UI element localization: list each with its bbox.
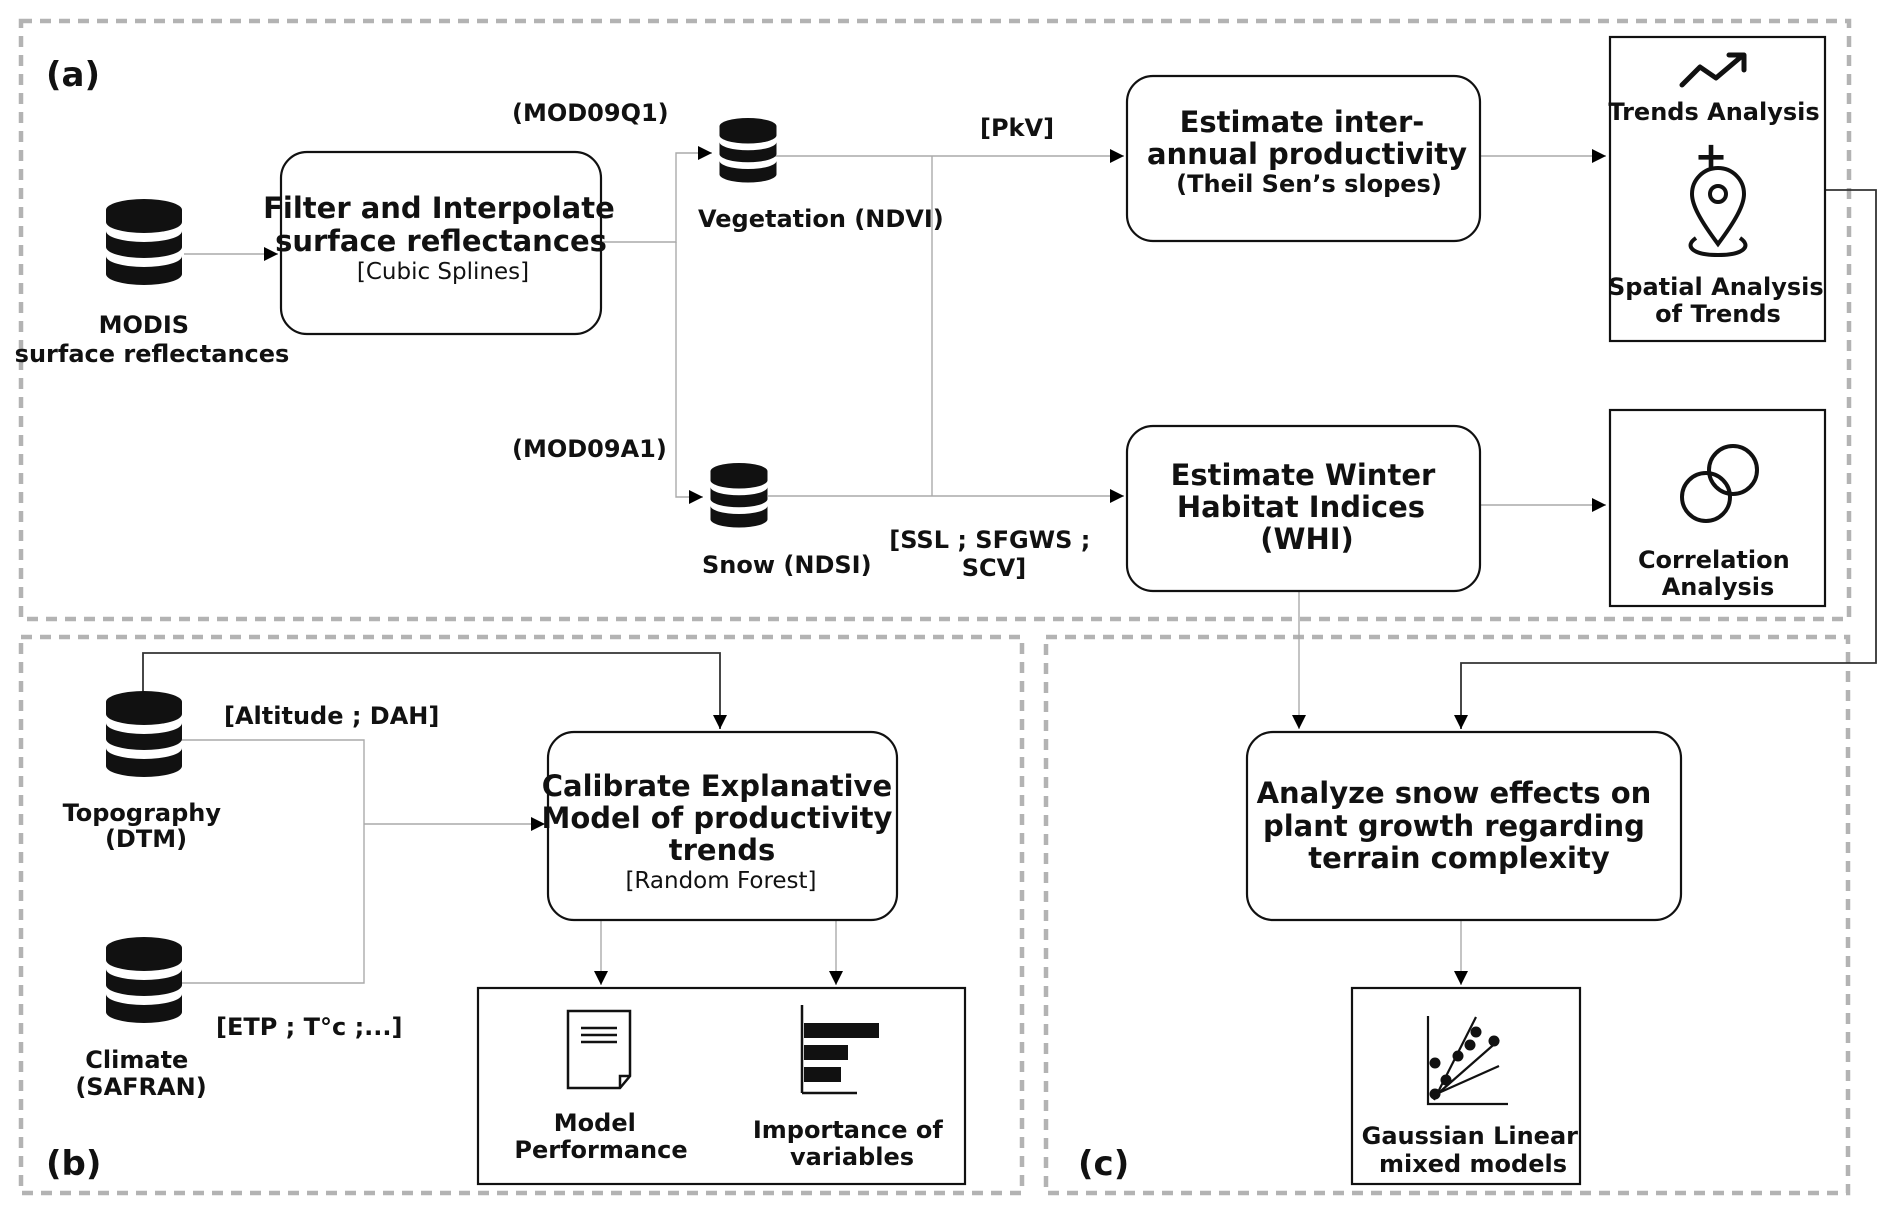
- document-icon: [566, 1009, 632, 1090]
- panel-b-label: (b): [46, 1144, 101, 1184]
- plus-sign: +: [1694, 134, 1728, 180]
- database-icon: [106, 199, 182, 285]
- inputs-merge-line: [180, 739, 365, 984]
- snow-effects-box: [1245, 730, 1683, 922]
- database-icon: [106, 691, 182, 777]
- glmm-output-box: [1350, 986, 1582, 1186]
- mod09a1-label: (MOD09A1): [512, 435, 667, 463]
- database-icon: [710, 463, 768, 528]
- whi-box: [1125, 424, 1482, 593]
- scatter-plot-icon: [1426, 1016, 1508, 1106]
- trends-analysis-label: Trends Analysis: [1608, 98, 1819, 126]
- database-icon: [106, 937, 182, 1023]
- importance-label: Importance of variables: [753, 1116, 951, 1171]
- productivity-method: (Theil Sen’s slopes): [1176, 170, 1442, 198]
- mod09q1-label: (MOD09Q1): [512, 99, 669, 127]
- bar-chart-icon: [800, 1005, 879, 1095]
- panel-c-frame: [1043, 634, 1851, 1196]
- filter-to-snow-arrow: [675, 242, 703, 504]
- panel-b-frame: [18, 634, 1025, 1196]
- productivity-title: Estimate inter- annual productivity: [1147, 105, 1467, 171]
- database-icon: [719, 118, 777, 183]
- glmm-label: Gaussian Linear mixed models: [1362, 1122, 1587, 1178]
- topography-label: Topography (DTM): [63, 799, 230, 853]
- modis-label: MODIS surface reflectances: [15, 311, 290, 368]
- topography-to-calibrate-arrow: [142, 652, 727, 729]
- calibrate-box: [546, 730, 899, 922]
- pkv-label: [PkV]: [980, 114, 1054, 142]
- spatial-analysis-label: Spatial Analysis of Trends: [1608, 273, 1832, 328]
- correlation-label: Correlation Analysis: [1638, 546, 1798, 601]
- altitude-label: [Altitude ; DAH]: [224, 702, 439, 730]
- filter-interpolate-box: [279, 150, 603, 336]
- trends-to-snow-effects-arrow: [1454, 189, 1877, 729]
- productivity-box: [1125, 74, 1482, 243]
- snow-effects-title: Analyze snow effects on plant growth reg…: [1257, 776, 1662, 875]
- filter-to-vegetation-arrow: [600, 146, 712, 243]
- snow-label: Snow (NDSI): [702, 551, 872, 579]
- filter-interpolate-method: [Cubic Splines]: [357, 259, 529, 285]
- overlapping-circles-icon: [1680, 444, 1759, 523]
- calibrate-method: [Random Forest]: [625, 868, 816, 894]
- vegetation-label: Vegetation (NDVI): [698, 205, 944, 233]
- model-performance-label: Model Performance: [514, 1109, 687, 1164]
- trends-output-box: [1608, 35, 1827, 343]
- trending-up-icon: [1679, 52, 1747, 88]
- whi-title: Estimate Winter Habitat Indices (WHI): [1171, 458, 1446, 556]
- filter-interpolate-title: Filter and Interpolate surface reflectan…: [263, 191, 625, 258]
- panel-a-frame: [18, 18, 1852, 622]
- correlation-output-box: [1608, 408, 1827, 608]
- snow-indices-label: [SSL ; SFGWS ; SCV]: [889, 526, 1099, 582]
- panel-a-label: (a): [46, 55, 100, 95]
- climate-vars-label: [ETP ; T°c ;...]: [216, 1013, 403, 1041]
- location-pin-icon: [1688, 166, 1748, 258]
- calibration-outputs-box: [476, 986, 967, 1186]
- calibrate-title: Calibrate Explanative Model of productiv…: [542, 769, 903, 867]
- panel-c-label: (c): [1078, 1144, 1129, 1184]
- climate-label: Climate (SAFRAN): [75, 1046, 206, 1101]
